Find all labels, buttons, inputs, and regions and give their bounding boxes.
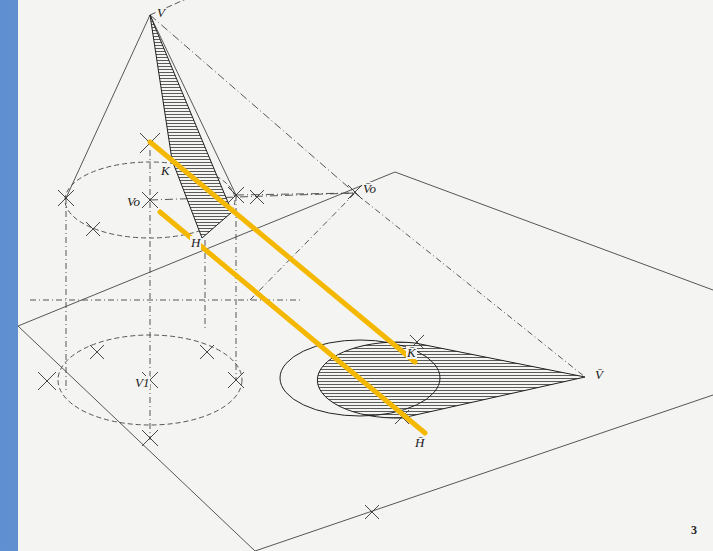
point-label: V1 (134, 376, 150, 389)
point-label: V̄o (362, 182, 377, 195)
point-label: V (156, 6, 166, 19)
page-number: 3 (690, 524, 698, 536)
point-label: V̄ (594, 368, 604, 381)
point-label: Vo (126, 195, 141, 208)
point-label: K (160, 164, 171, 177)
point-label: K̄ (406, 346, 417, 359)
point-label: H̄ (414, 436, 425, 449)
point-label: H (190, 236, 201, 249)
